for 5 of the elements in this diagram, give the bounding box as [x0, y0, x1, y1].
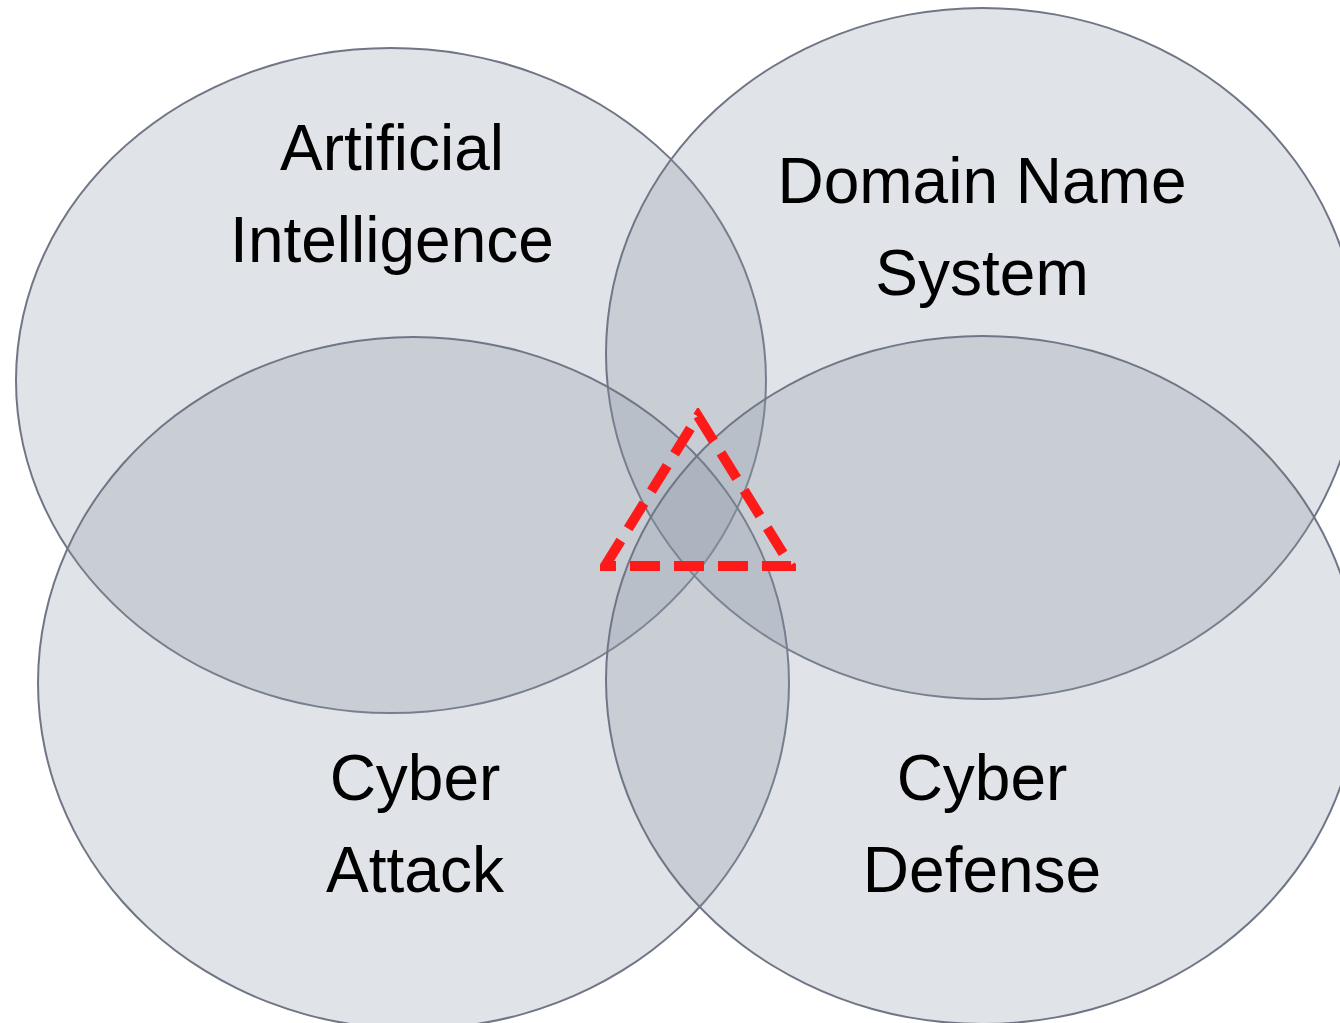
circle-label: Domain Name System: [776, 144, 1188, 311]
circle-label: Cyber Attack: [325, 741, 505, 908]
dashed-triangle: [600, 408, 796, 574]
circle-label: Cyber Defense: [861, 741, 1103, 908]
circle-label: Artificial Intelligence: [229, 111, 555, 278]
